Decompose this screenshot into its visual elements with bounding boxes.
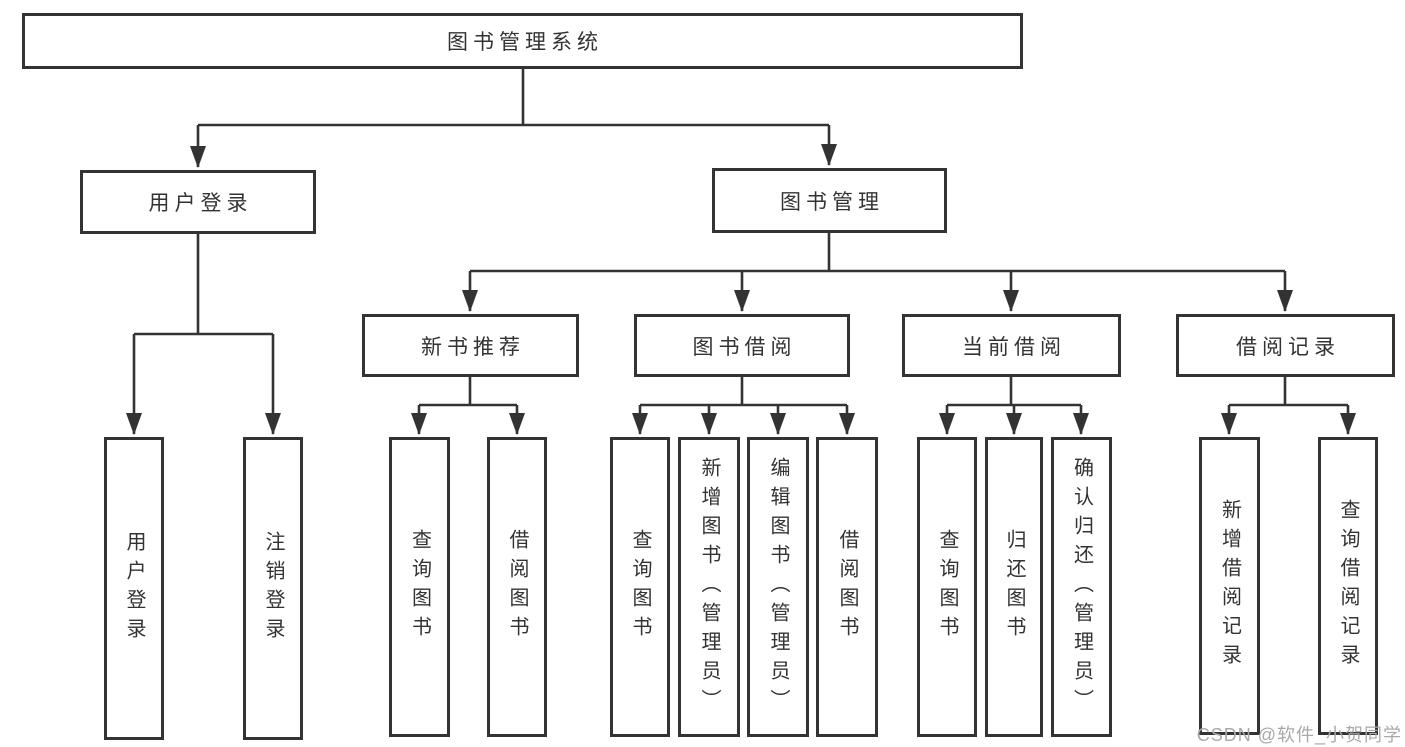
- node-book-borrowing: 图书借阅: [634, 314, 850, 377]
- node-root-system: 图书管理系统: [22, 13, 1023, 69]
- leaf-add-borrow-record: 新增借阅记录: [1199, 437, 1260, 735]
- leaf-query-books-recommend-label: 查询图书: [408, 529, 431, 645]
- leaf-return-books: 归还图书: [985, 437, 1043, 737]
- node-book-management-module: 图书管理: [712, 168, 947, 233]
- node-borrowing-records: 借阅记录: [1176, 314, 1395, 377]
- watermark: CSDN @软件_小贺同学: [1196, 725, 1402, 745]
- leaf-query-books-recommend: 查询图书: [389, 437, 450, 737]
- leaf-query-books-borrow-label: 查询图书: [629, 529, 651, 645]
- leaf-borrow-books: 借阅图书: [816, 437, 878, 737]
- leaf-add-borrow-record-label: 新增借阅记录: [1218, 499, 1241, 673]
- leaf-logout-label: 注销登录: [262, 530, 284, 647]
- leaf-borrow-books-label: 借阅图书: [836, 529, 858, 645]
- leaf-borrow-books-recommend: 借阅图书: [487, 437, 547, 737]
- leaf-query-borrow-record-label: 查询借阅记录: [1337, 499, 1359, 673]
- leaf-query-books-borrow: 查询图书: [610, 437, 670, 737]
- node-current-borrowing: 当前借阅: [902, 314, 1121, 377]
- leaf-query-books-current-label: 查询图书: [936, 529, 958, 645]
- leaf-logout: 注销登录: [243, 437, 303, 740]
- node-user-login-module: 用户登录: [80, 170, 316, 234]
- leaf-query-borrow-record: 查询借阅记录: [1318, 437, 1378, 735]
- leaf-edit-books-admin-label: 编辑图书（管理员）: [767, 456, 789, 718]
- leaf-user-login: 用户登录: [104, 437, 164, 740]
- leaf-borrow-books-recommend-label: 借阅图书: [506, 529, 528, 645]
- leaf-edit-books-admin: 编辑图书（管理员）: [747, 437, 809, 737]
- leaf-add-books-admin: 新增图书（管理员）: [678, 437, 740, 737]
- leaf-query-books-current: 查询图书: [917, 437, 977, 737]
- leaf-confirm-return-admin-label: 确认归还（管理员）: [1070, 456, 1093, 718]
- leaf-confirm-return-admin: 确认归还（管理员）: [1051, 437, 1112, 737]
- leaf-user-login-label: 用户登录: [123, 530, 145, 647]
- leaf-add-books-admin-label: 新增图书（管理员）: [698, 456, 720, 718]
- node-new-book-recommend: 新书推荐: [362, 314, 579, 377]
- leaf-return-books-label: 归还图书: [1003, 529, 1025, 645]
